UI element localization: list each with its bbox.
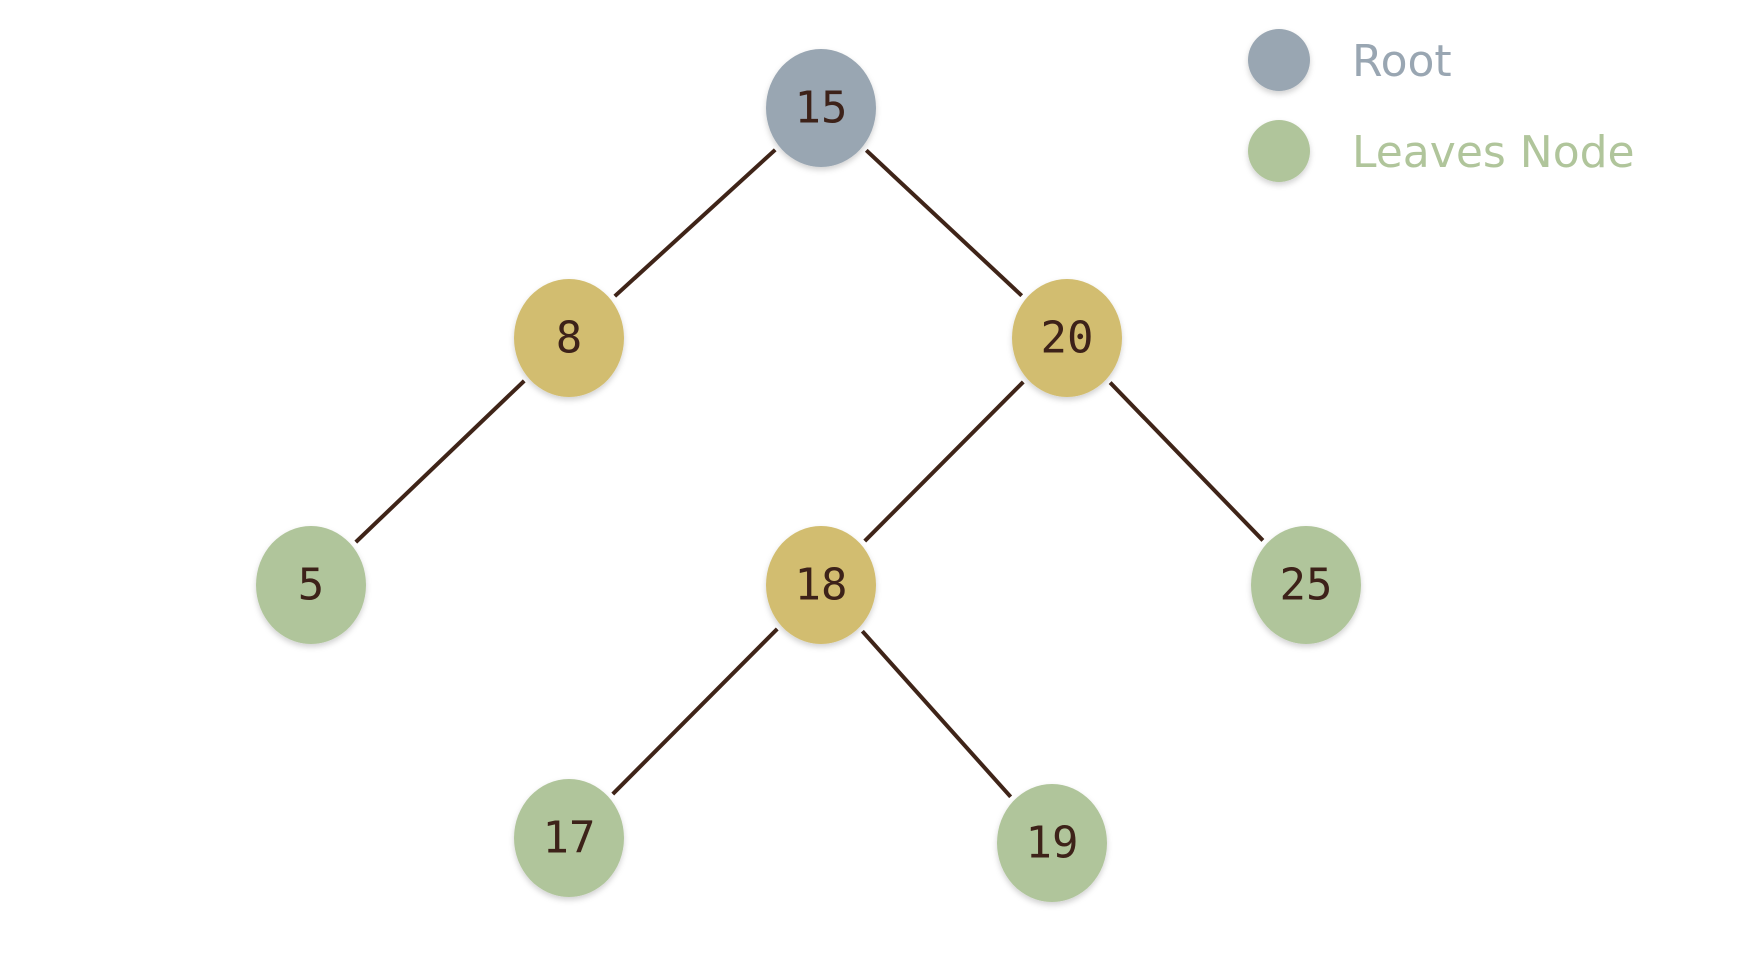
node-label: 20: [1041, 313, 1094, 364]
node-label: 25: [1280, 560, 1333, 611]
node-label: 5: [298, 560, 325, 611]
edge-n18-n19: [860, 629, 1013, 799]
tree-node-20: 20: [1012, 279, 1122, 397]
edge-n15-n8: [613, 148, 777, 298]
tree-node-8: 8: [514, 279, 624, 397]
legend-label: Leaves Node: [1352, 127, 1635, 178]
node-label: 15: [795, 83, 848, 134]
legend-swatch: [1248, 120, 1310, 182]
tree-node-25: 25: [1251, 526, 1361, 644]
edge-n20-n25: [1108, 381, 1265, 542]
node-circle: [766, 526, 876, 644]
node-circle: [1251, 526, 1361, 644]
node-label: 8: [556, 313, 583, 364]
legend-label: Root: [1352, 36, 1452, 87]
legend-swatch: [1248, 29, 1310, 91]
edge-n20-n18: [863, 380, 1025, 543]
node-circle: [997, 784, 1107, 902]
legend-item-root: Root: [1248, 29, 1452, 91]
node-circle: [514, 279, 624, 397]
edge-n15-n20: [864, 148, 1024, 298]
node-circle: [256, 526, 366, 644]
tree-node-19: 19: [997, 784, 1107, 902]
node-circle: [1012, 279, 1122, 397]
tree-node-15: 15: [766, 49, 876, 167]
node-label: 18: [795, 560, 848, 611]
tree-node-5: 5: [256, 526, 366, 644]
node-label: 19: [1026, 818, 1079, 869]
edge-n8-n5: [354, 379, 526, 544]
legend-item-leaf: Leaves Node: [1248, 120, 1635, 182]
node-circle: [766, 49, 876, 167]
node-label: 17: [543, 813, 596, 864]
edge-n18-n17: [611, 627, 779, 796]
node-circle: [514, 779, 624, 897]
tree-node-18: 18: [766, 526, 876, 644]
tree-node-17: 17: [514, 779, 624, 897]
